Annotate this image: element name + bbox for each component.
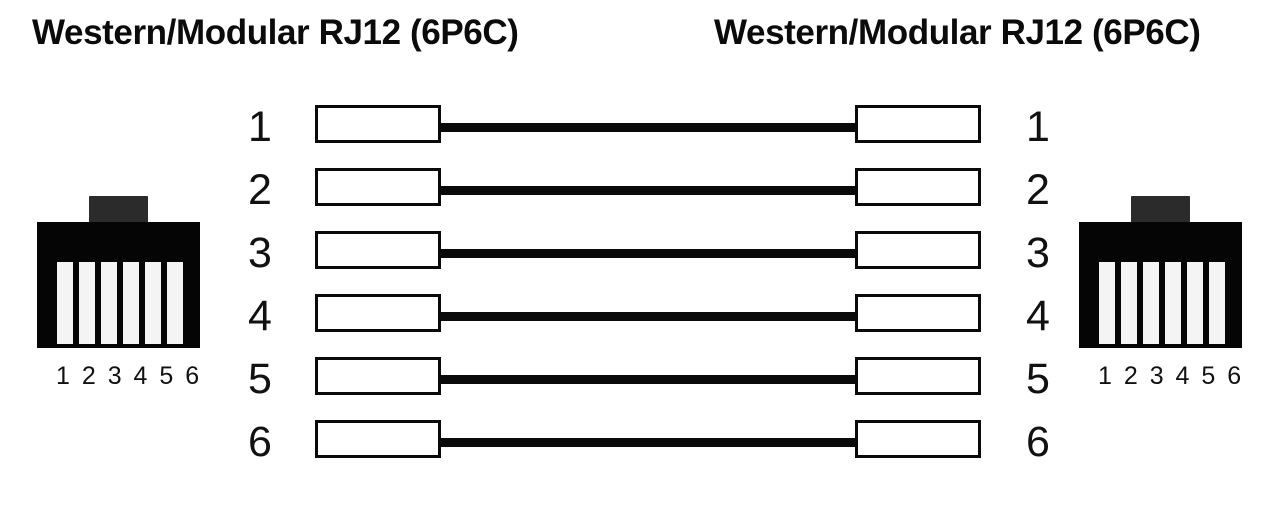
wire-2	[438, 186, 858, 195]
row-number-left-2: 2	[248, 166, 272, 214]
row-number-left-5: 5	[248, 355, 272, 403]
pin-box-left-2	[315, 168, 441, 206]
pin-box-right-1	[855, 105, 981, 143]
wire-6	[438, 438, 858, 447]
connector-pin-3-icon	[101, 262, 117, 344]
connector-pin-3-icon	[1143, 262, 1159, 344]
row-number-right-2: 2	[1026, 166, 1050, 214]
connector-pin-6-icon	[1209, 262, 1225, 344]
row-number-right-6: 6	[1026, 418, 1050, 466]
wire-1	[438, 123, 858, 132]
connector-pin-5-icon	[145, 262, 161, 344]
row-number-left-6: 6	[248, 418, 272, 466]
connector-tab-icon	[1131, 196, 1190, 224]
pin-box-right-2	[855, 168, 981, 206]
row-number-right-3: 3	[1026, 229, 1050, 277]
pin-box-right-3	[855, 231, 981, 269]
row-number-left-1: 1	[248, 103, 272, 151]
wire-5	[438, 375, 858, 384]
pin-box-left-6	[315, 420, 441, 458]
title-right: Western/Modular RJ12 (6P6C)	[714, 13, 1201, 52]
pin-box-right-5	[855, 357, 981, 395]
connector-left-pin-labels: 1 2 3 4 5 6	[56, 362, 202, 390]
connector-pin-6-icon	[167, 262, 183, 344]
connector-pin-1-icon	[57, 262, 73, 344]
row-number-right-5: 5	[1026, 355, 1050, 403]
pin-box-left-4	[315, 294, 441, 332]
connector-pin-4-icon	[123, 262, 139, 344]
title-left: Western/Modular RJ12 (6P6C)	[32, 13, 519, 52]
pin-box-left-5	[315, 357, 441, 395]
connector-right-pin-labels: 1 2 3 4 5 6	[1098, 362, 1244, 390]
row-number-right-1: 1	[1026, 103, 1050, 151]
row-number-left-4: 4	[248, 292, 272, 340]
connector-pin-4-icon	[1165, 262, 1181, 344]
wire-3	[438, 249, 858, 258]
row-number-left-3: 3	[248, 229, 272, 277]
pin-box-left-1	[315, 105, 441, 143]
connector-pin-2-icon	[79, 262, 95, 344]
wire-4	[438, 312, 858, 321]
pin-box-right-4	[855, 294, 981, 332]
pin-box-left-3	[315, 231, 441, 269]
connector-tab-icon	[89, 196, 148, 224]
connector-pin-5-icon	[1187, 262, 1203, 344]
connector-pin-2-icon	[1121, 262, 1137, 344]
connector-pin-1-icon	[1099, 262, 1115, 344]
row-number-right-4: 4	[1026, 292, 1050, 340]
pin-box-right-6	[855, 420, 981, 458]
